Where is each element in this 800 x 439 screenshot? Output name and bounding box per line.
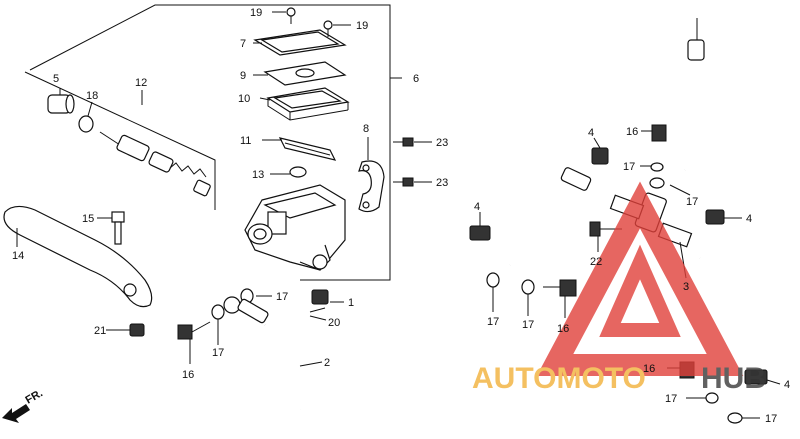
callout-19: 19 xyxy=(356,20,368,32)
screws-19 xyxy=(286,7,333,37)
piston-cup-5 xyxy=(47,94,75,114)
callout-6: 6 xyxy=(413,73,419,85)
float-plate-11 xyxy=(278,137,337,161)
callout-17: 17 xyxy=(665,393,677,405)
callout-3: 3 xyxy=(683,281,689,293)
piston-assembly-12 xyxy=(99,131,211,197)
cap-plate-9 xyxy=(263,61,347,86)
master-cylinder-body xyxy=(244,184,346,271)
brake-hose-2 xyxy=(223,296,304,411)
automotohub-logo-watermark: AUTOMOTO HUB xyxy=(472,181,766,395)
callout-17: 17 xyxy=(487,316,499,328)
hose-clips-4 xyxy=(469,147,768,385)
brake-lever-14 xyxy=(3,205,153,308)
callout-22: 22 xyxy=(590,256,602,268)
callout-12: 12 xyxy=(135,77,147,89)
circlip-18 xyxy=(78,115,94,133)
callout-21: 21 xyxy=(94,325,106,337)
banjo-bolt-16-left xyxy=(177,321,211,340)
callout-18: 18 xyxy=(86,90,98,102)
diaphragm-10 xyxy=(266,87,350,121)
callout-2: 2 xyxy=(324,357,330,369)
callout-labels: 19 19 7 9 10 6 5 18 12 11 8 23 13 23 15 14 1 17 20 21 16 17 2 4… xyxy=(12,7,790,425)
callout-17: 17 xyxy=(276,291,288,303)
callout-19: 19 xyxy=(250,7,262,19)
callout-5: 5 xyxy=(53,73,59,85)
callout-11: 11 xyxy=(240,135,251,147)
piston-kit-frame xyxy=(24,71,216,210)
left-hose xyxy=(506,167,592,266)
callout-16: 16 xyxy=(643,363,655,375)
upper-hose xyxy=(681,18,705,172)
right-hose xyxy=(699,254,739,369)
callout-9: 9 xyxy=(240,70,246,82)
callout-16: 16 xyxy=(182,369,194,381)
reservoir-cap-7 xyxy=(253,29,347,56)
callout-4: 4 xyxy=(588,127,594,139)
callout-15: 15 xyxy=(82,213,94,225)
nut-21 xyxy=(129,323,145,337)
washer-13 xyxy=(289,166,307,178)
fr-label: FR. xyxy=(24,387,45,406)
callout-17: 17 xyxy=(212,347,224,359)
watermark-text-left: AUTOMOTO xyxy=(472,362,646,395)
callout-1: 1 xyxy=(348,297,354,309)
sealing-washer-17-a xyxy=(211,304,225,320)
sealing-washers-17-right xyxy=(486,162,743,424)
callout-13: 13 xyxy=(252,169,264,181)
callout-4: 4 xyxy=(474,201,480,213)
bolts-23 xyxy=(393,137,414,187)
callout-10: 10 xyxy=(238,93,250,105)
pivot-bolt-15 xyxy=(111,211,125,245)
callout-8: 8 xyxy=(363,123,369,135)
callout-17: 17 xyxy=(765,413,777,425)
master-cylinder-group-frame xyxy=(29,4,391,281)
callout-23: 23 xyxy=(436,177,448,189)
callout-20: 20 xyxy=(328,317,340,329)
holder-clamp-8 xyxy=(358,160,385,213)
callout-16: 16 xyxy=(557,323,569,335)
callout-17: 17 xyxy=(522,319,534,331)
callout-23: 23 xyxy=(436,137,448,149)
callout-4: 4 xyxy=(784,379,790,391)
stop-switch-1 xyxy=(309,289,329,313)
callout-16: 16 xyxy=(626,126,638,138)
callout-4: 4 xyxy=(746,213,752,225)
callout-14: 14 xyxy=(12,250,24,262)
watermark-text-right: HUB xyxy=(701,362,766,395)
front-direction-arrow: FR. xyxy=(2,387,45,423)
callout-17: 17 xyxy=(686,196,698,208)
callout-17: 17 xyxy=(623,161,635,173)
callout-7: 7 xyxy=(240,38,246,50)
